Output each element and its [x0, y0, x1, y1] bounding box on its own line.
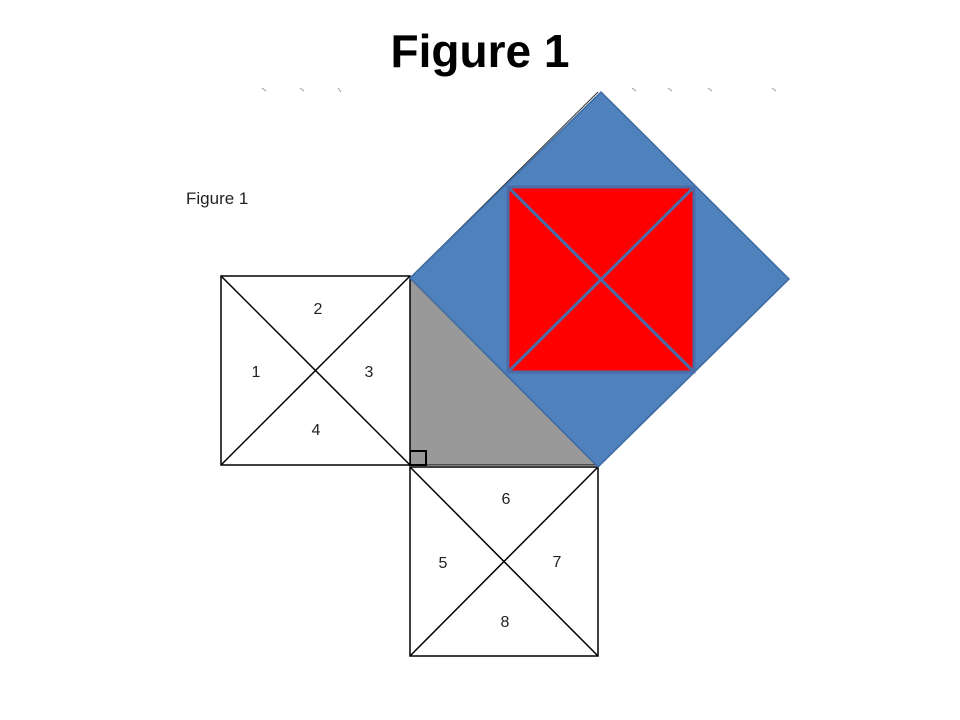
- label-5: 5: [439, 555, 448, 572]
- label-3: 3: [365, 364, 374, 381]
- label-6: 6: [502, 491, 511, 508]
- square-bottom: [409, 466, 599, 657]
- figure-label: Figure 1: [186, 189, 248, 208]
- cropped-marks: [261, 87, 777, 93]
- label-2: 2: [314, 301, 323, 318]
- label-7: 7: [553, 554, 562, 571]
- square-left: [220, 275, 411, 466]
- slide-title: Figure 1: [390, 25, 570, 77]
- label-8: 8: [501, 614, 510, 631]
- inner-diagonal-2: [506, 185, 696, 374]
- label-4: 4: [312, 422, 321, 439]
- label-1: 1: [252, 364, 261, 381]
